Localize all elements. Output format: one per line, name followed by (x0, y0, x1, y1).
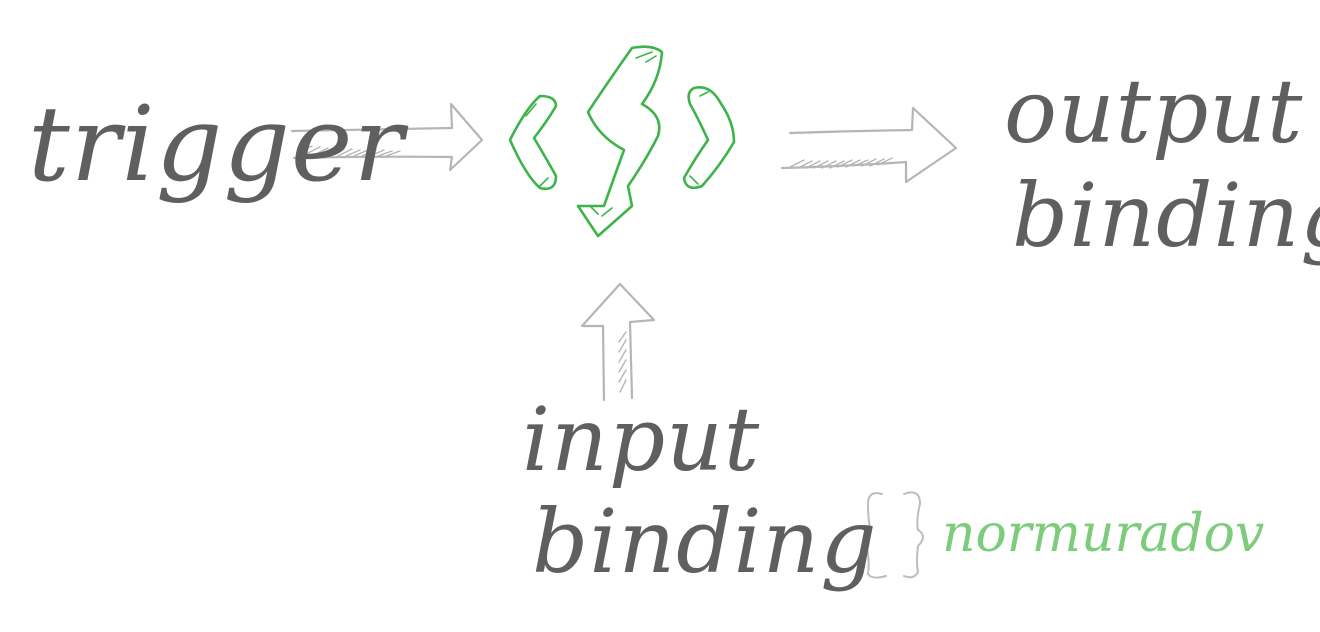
curly-braces-icon (862, 491, 924, 579)
arrow-input-to-function (580, 282, 656, 402)
input-binding-label-line1: input (522, 388, 761, 491)
logo-text: normuradov (942, 504, 1265, 564)
output-binding-label-line2: binding (1012, 164, 1320, 267)
right-brace-icon (682, 86, 736, 190)
arrow-function-to-output (780, 106, 958, 184)
lightning-icon (576, 45, 664, 238)
input-binding-label-line2: binding (532, 490, 878, 593)
function-icon (508, 45, 736, 238)
output-binding-label-line1: output (1004, 60, 1304, 163)
left-brace-icon (508, 94, 558, 191)
trigger-label: trigger (28, 83, 405, 205)
arrow-trigger-to-function (290, 102, 484, 172)
